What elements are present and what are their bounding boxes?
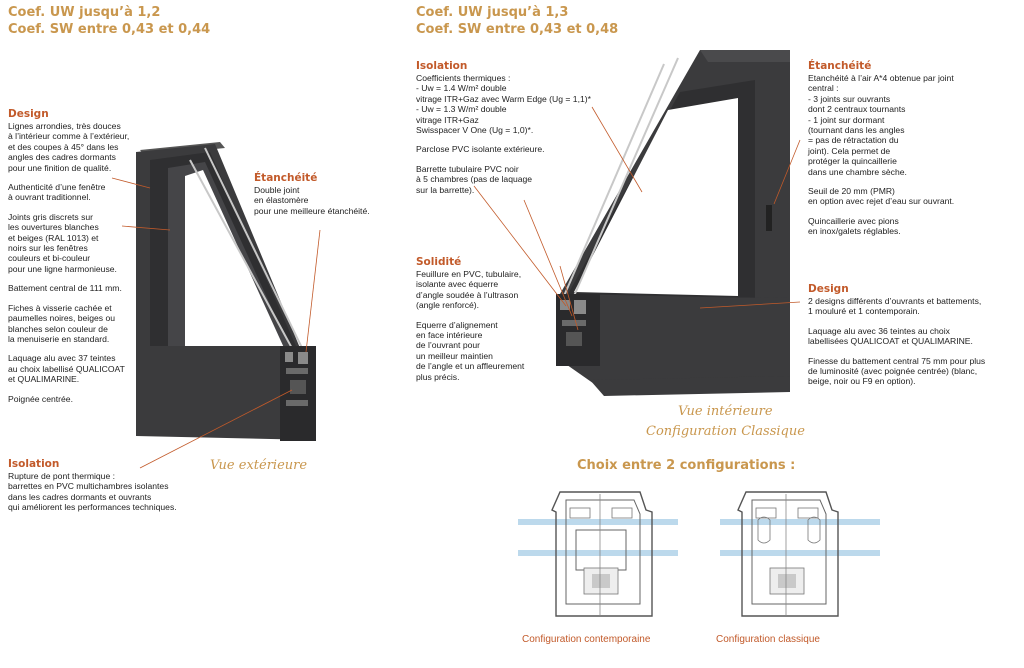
left-etancheite-text: Double joint en élastomère pour une meil… [254, 185, 370, 216]
left-design-paragraph: Poignée centrée. [8, 393, 73, 404]
left-isolation-title: Isolation [8, 458, 60, 470]
left-coef-uw: Coef. UW jusqu’à 1,2 [8, 5, 161, 20]
left-design-paragraph: Lignes arrondies, très douces à l’intéri… [8, 121, 130, 173]
right-design-paragraphs: 2 designs différents d’ouvrants et batte… [808, 296, 1018, 387]
configs-title: Choix entre 2 configurations : [577, 458, 796, 473]
leader-lines [111, 106, 801, 469]
left-design-paragraph: Authenticité d’une fenêtre à ouvrant tra… [8, 182, 106, 203]
right-etancheite-title: Étanchéité [808, 60, 872, 72]
right-solidite-paragraphs: Feuillure en PVC, tubulaire, isolante av… [416, 269, 566, 382]
right-isolation-title: Isolation [416, 60, 468, 72]
right-design-paragraph: Laquage alu avec 36 teintes au choix lab… [808, 325, 973, 347]
left-design-block: Design Lignes arrondies, très douces à l… [8, 108, 158, 413]
right-isolation-paragraph: Parclose PVC isolante extérieure. [416, 144, 545, 155]
left-etancheite-block: Étanchéité Double joint en élastomère po… [254, 172, 404, 216]
left-etancheite-title: Étanchéité [254, 172, 318, 184]
right-design-paragraph: Finesse du battement central 75 mm pour … [808, 355, 986, 387]
left-design-paragraph: Fiches à visserie cachée et paumelles no… [8, 302, 116, 344]
right-coef-uw: Coef. UW jusqu’à 1,3 [416, 5, 569, 20]
left-design-paragraph: Battement central de 111 mm. [8, 283, 122, 294]
right-isolation-paragraph: Coefficients thermiques : - Uw = 1.4 W/m… [416, 73, 591, 136]
right-isolation-paragraph: Barrette tubulaire PVC noir à 5 chambres… [416, 163, 533, 195]
right-etancheite-paragraph: Etanchéité à l’air A*4 obtenue par joint… [808, 73, 954, 177]
left-design-paragraph: Joints gris discrets sur les ouvertures … [8, 211, 117, 274]
left-design-title: Design [8, 108, 49, 120]
left-design-paragraph: Laquage alu avec 37 teintes au choix lab… [8, 353, 125, 385]
window-interior-illustration [556, 50, 790, 396]
handle [766, 205, 772, 231]
window-exterior-illustration [136, 142, 316, 441]
right-design-paragraph: 2 designs différents d’ouvrants et batte… [808, 296, 982, 317]
left-view-label: Vue extérieure [210, 458, 308, 473]
right-solidite-block: Solidité Feuillure en PVC, tubulaire, is… [416, 256, 566, 391]
right-design-title: Design [808, 283, 849, 295]
right-coef-sw: Coef. SW entre 0,43 et 0,48 [416, 22, 619, 37]
right-etancheite-paragraphs: Etanchéité à l’air A*4 obtenue par joint… [808, 73, 1018, 237]
right-isolation-block: Isolation Coefficients thermiques : - Uw… [416, 60, 616, 204]
config-diagram-contemporaine [518, 491, 678, 617]
left-isolation-block: Isolation Rupture de pont thermique : ba… [8, 458, 248, 513]
right-etancheite-paragraph: Quincaillerie avec pions en inox/galets … [808, 215, 901, 237]
right-design-block: Design 2 designs différents d’ouvrants e… [808, 283, 1018, 396]
config-label-classique: Configuration classique [716, 634, 820, 645]
right-solidite-paragraph: Equerre d’alignement en face intérieure … [416, 319, 525, 382]
right-view-label-2: Configuration Classique [646, 424, 805, 439]
right-solidite-title: Solidité [416, 256, 462, 268]
interior-glass [574, 98, 738, 296]
right-view-label-1: Vue intérieure [678, 404, 773, 419]
left-design-paragraphs: Lignes arrondies, très douces à l’intéri… [8, 121, 158, 404]
left-isolation-text: Rupture de pont thermique : barrettes en… [8, 471, 177, 513]
config-label-contemporaine: Configuration contemporaine [522, 634, 651, 645]
right-etancheite-paragraph: Seuil de 20 mm (PMR) en option avec reje… [808, 186, 955, 207]
left-coef-sw: Coef. SW entre 0,43 et 0,44 [8, 22, 211, 37]
config-diagram-classique [720, 491, 880, 617]
right-isolation-paragraphs: Coefficients thermiques : - Uw = 1.4 W/m… [416, 73, 616, 195]
right-solidite-paragraph: Feuillure en PVC, tubulaire, isolante av… [416, 269, 522, 311]
right-etancheite-block: Étanchéité Etanchéité à l’air A*4 obtenu… [808, 60, 1018, 246]
